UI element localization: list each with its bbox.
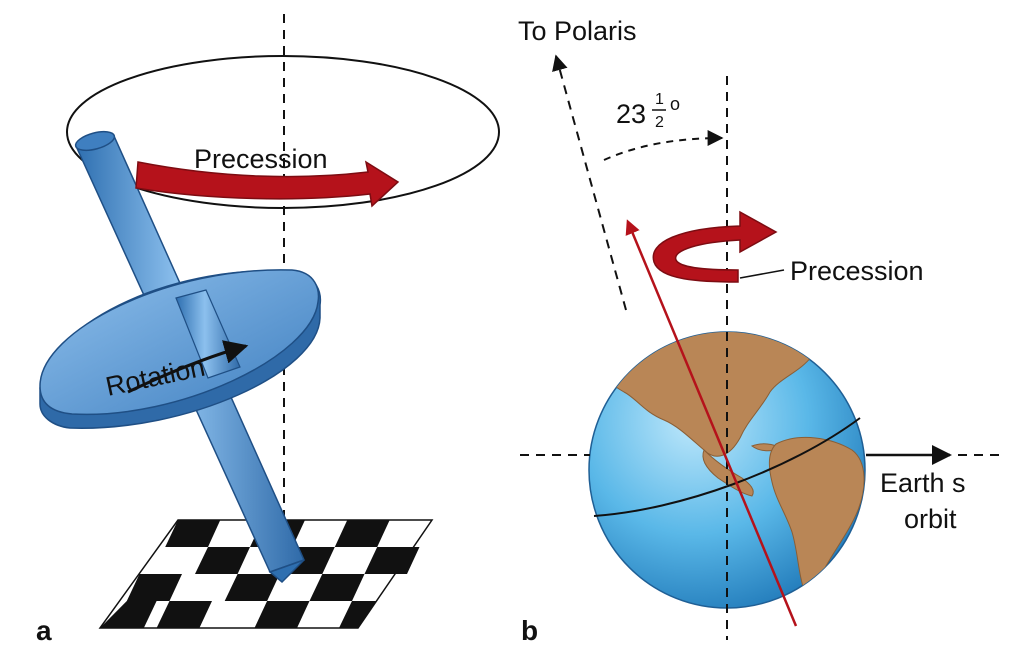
tilt-angle-label: 23 1 2 o — [616, 91, 680, 131]
precession-orbit-ellipse — [66, 55, 500, 209]
orbit-label-line1: Earth s — [880, 468, 966, 498]
panel-b: To Polaris 23 1 2 o Precession Earth s o… — [518, 16, 1000, 646]
rotation-axis-b — [625, 219, 798, 627]
precession-arrow-a — [135, 160, 400, 208]
spinning-top — [39, 130, 322, 584]
polaris-axis — [552, 54, 627, 311]
checkerboard-base — [98, 519, 434, 629]
orbit-label-line2: orbit — [904, 504, 957, 534]
polaris-label: To Polaris — [518, 16, 637, 46]
earth-globe — [588, 331, 866, 609]
precession-leader-line — [739, 269, 785, 279]
precession-label-b: Precession — [790, 256, 924, 286]
precession-arrow-b — [652, 210, 778, 283]
equator-line — [593, 417, 861, 517]
svg-text:o: o — [670, 94, 680, 114]
spinning-disk — [39, 269, 322, 429]
panel-b-letter: b — [521, 615, 538, 646]
svg-text:1: 1 — [655, 91, 664, 108]
panel-a-letter: a — [36, 615, 52, 646]
precession-label-a: Precession — [194, 144, 328, 174]
svg-text:23: 23 — [616, 99, 646, 129]
tilt-angle-arc — [603, 130, 724, 161]
rotation-arrow — [127, 340, 249, 394]
svg-text:2: 2 — [655, 114, 664, 131]
panel-a: Precession Rotation a — [36, 14, 500, 646]
